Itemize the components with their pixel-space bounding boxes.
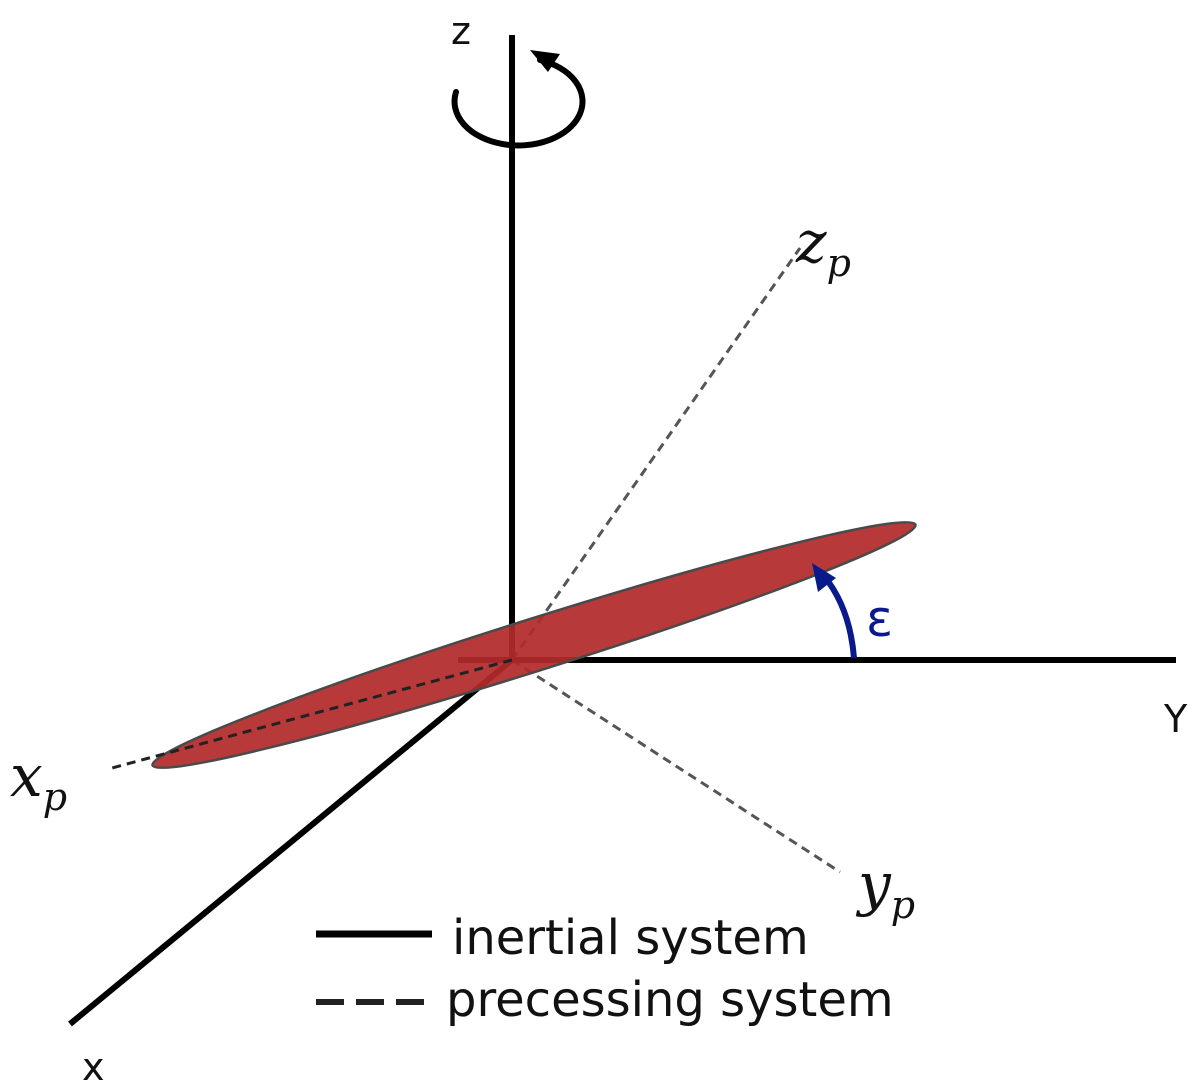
yp-label: yp: [855, 850, 915, 927]
zp-label: zp: [795, 208, 851, 285]
disk: [151, 520, 917, 770]
precessing-z-axis: [510, 247, 802, 661]
precessing-x-axis: [111, 658, 513, 770]
x-axis-label: x: [82, 1045, 105, 1088]
z-axis-label: z: [451, 9, 471, 53]
legend-precessing-label: precessing system: [446, 972, 894, 1028]
precessing-y-axis: [511, 658, 841, 874]
epsilon-angle-arrow: [812, 563, 857, 659]
inertial-x-axis: [68, 657, 514, 1027]
legend-inertial-label: inertial system: [452, 910, 809, 966]
xp-label: xp: [10, 742, 67, 819]
rotation-arrow-icon: [451, 50, 586, 149]
epsilon-label: ε: [866, 590, 893, 648]
legend: inertial system precessing system: [316, 910, 894, 1028]
y-axis-label: Y: [1163, 697, 1188, 741]
